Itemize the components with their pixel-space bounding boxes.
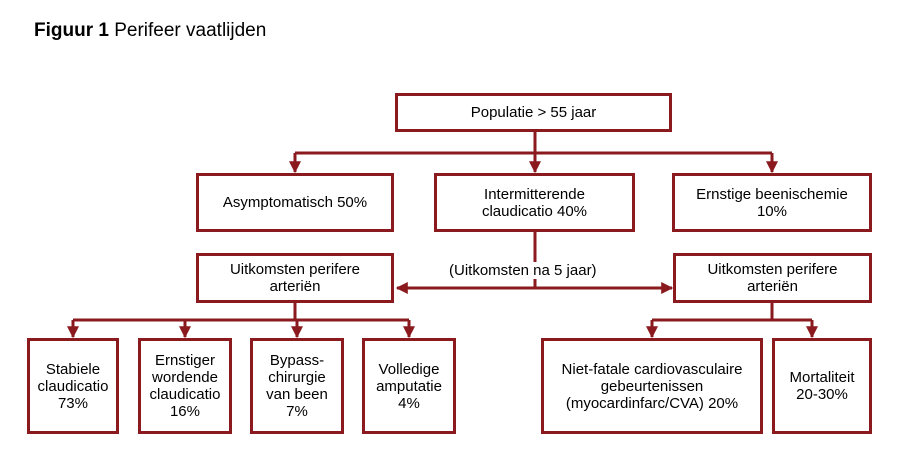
figure-title: Figuur 1 Perifeer vaatlijden	[34, 20, 266, 42]
box-amputation: Volledige amputatie 4%	[362, 338, 456, 434]
box-outcomes-arteries-right: Uitkomsten perifere arteriën	[673, 253, 872, 303]
box-stable: Stabiele claudicatio 73%	[27, 338, 119, 434]
figure-title-text: Perifeer vaatlijden	[114, 20, 267, 41]
box-cardiovascular: Niet-fatale cardiovasculaire gebeurtenis…	[541, 338, 763, 434]
box-bypass: Bypass- chirurgie van been 7%	[250, 338, 344, 434]
figure-number: Figuur 1	[34, 20, 109, 41]
box-worsening: Ernstiger wordende claudicatio 16%	[138, 338, 232, 434]
box-ischemia: Ernstige beenischemie 10%	[672, 173, 872, 232]
box-population: Populatie > 55 jaar	[395, 93, 672, 132]
box-claudication: Intermitterende claudicatio 40%	[434, 173, 635, 232]
box-asymptomatic: Asymptomatisch 50%	[196, 173, 394, 232]
annotation-5-years: (Uitkomsten na 5 jaar)	[446, 262, 600, 279]
box-mortality: Mortaliteit 20-30%	[772, 338, 872, 434]
box-outcomes-arteries-left: Uitkomsten perifere arteriën	[196, 253, 394, 303]
